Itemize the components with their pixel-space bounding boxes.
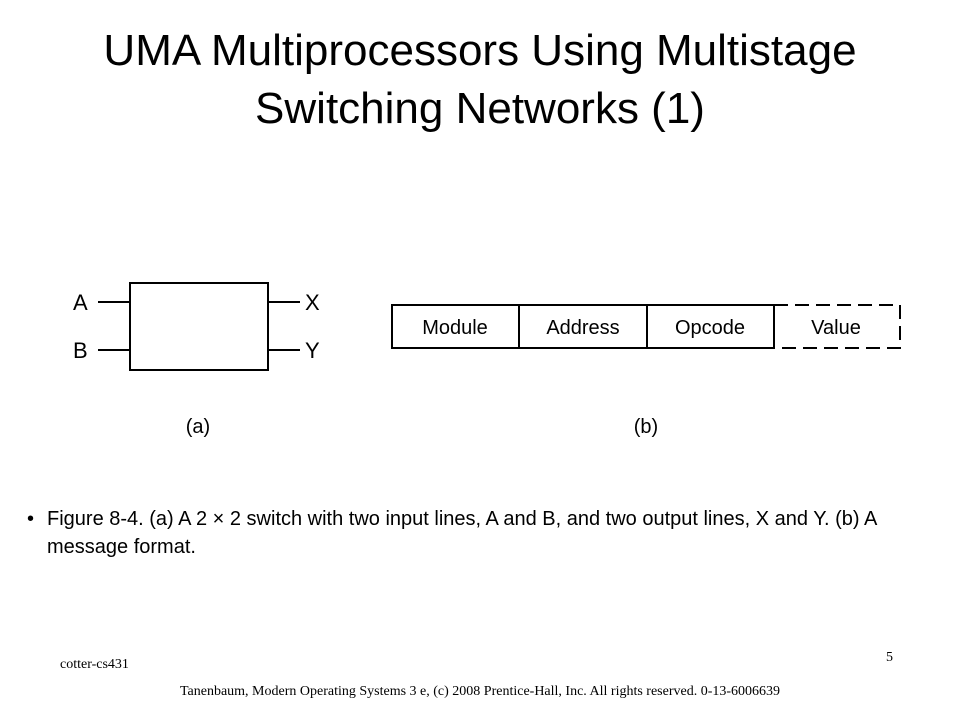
- value-dashed-box: [774, 304, 901, 349]
- switch-box: [129, 282, 269, 371]
- slide-title: UMA Multiprocessors Using Multistage Swi…: [0, 22, 960, 138]
- message-format: [391, 304, 901, 349]
- figure-b-caption: (b): [634, 416, 658, 438]
- field-address: Address: [546, 317, 619, 339]
- switch-diagram: [98, 282, 300, 371]
- field-value: Value: [811, 317, 861, 339]
- page-number: 5: [886, 650, 893, 665]
- output-label-x: X: [305, 290, 320, 315]
- output-label-y: Y: [305, 338, 320, 363]
- figure-caption-text: Figure 8-4. (a) A 2 × 2 switch with two …: [47, 508, 877, 558]
- bullet-marker: •: [27, 508, 35, 530]
- input-label-b: B: [73, 338, 88, 363]
- slide-title-line-2: Switching Networks (1): [255, 84, 705, 133]
- footer-copyright: Tanenbaum, Modern Operating Systems 3 e,…: [179, 684, 781, 699]
- figure-a-caption: (a): [186, 416, 210, 438]
- input-label-a: A: [73, 290, 88, 315]
- field-opcode: Opcode: [675, 317, 745, 339]
- field-module: Module: [422, 317, 488, 339]
- slide-title-line-1: UMA Multiprocessors Using Multistage: [103, 26, 857, 75]
- footer-course-label: cotter-cs431: [60, 657, 129, 672]
- message-solid-box: [391, 304, 775, 349]
